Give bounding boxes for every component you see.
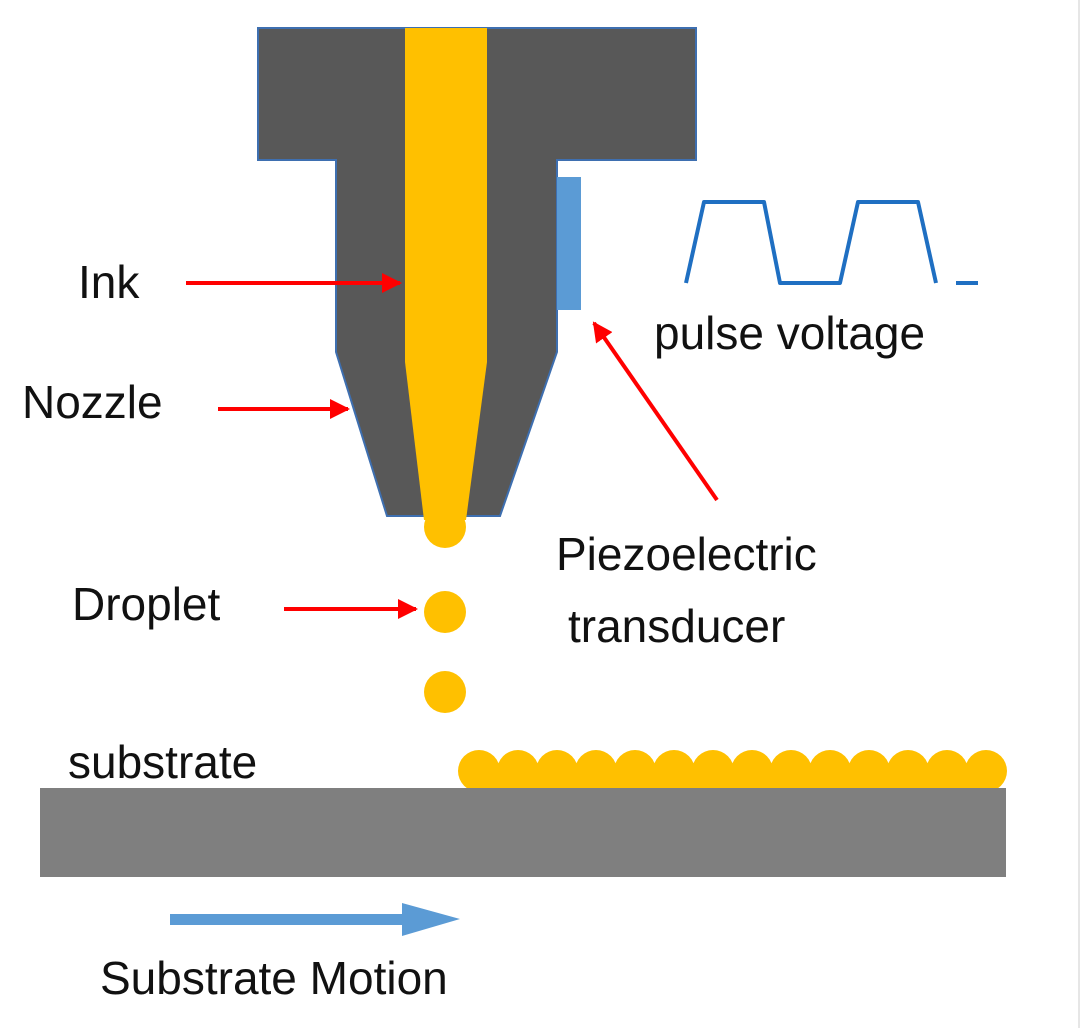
piezo-arrow (592, 321, 719, 502)
piezoelectric-label: Piezoelectric (556, 528, 817, 580)
substrate-label: substrate (68, 736, 257, 788)
piezoelectric-transducer (557, 177, 581, 310)
droplet-forming (424, 506, 466, 548)
deposited-droplets (458, 750, 1007, 792)
transducer-label: transducer (568, 600, 785, 652)
ink-label: Ink (78, 256, 140, 308)
pulse-voltage-label: pulse voltage (654, 307, 925, 359)
droplet-falling-1 (424, 591, 466, 633)
ink-channel (405, 28, 487, 520)
droplet-label: Droplet (72, 578, 221, 630)
substrate-plate (40, 788, 1006, 877)
substrate-motion-arrow (170, 903, 460, 936)
pulse-voltage-waveform (684, 200, 938, 285)
droplet-falling-2 (424, 671, 466, 713)
substrate-motion-label: Substrate Motion (100, 952, 448, 1004)
nozzle-label: Nozzle (22, 376, 163, 428)
deposited-film (479, 771, 986, 788)
